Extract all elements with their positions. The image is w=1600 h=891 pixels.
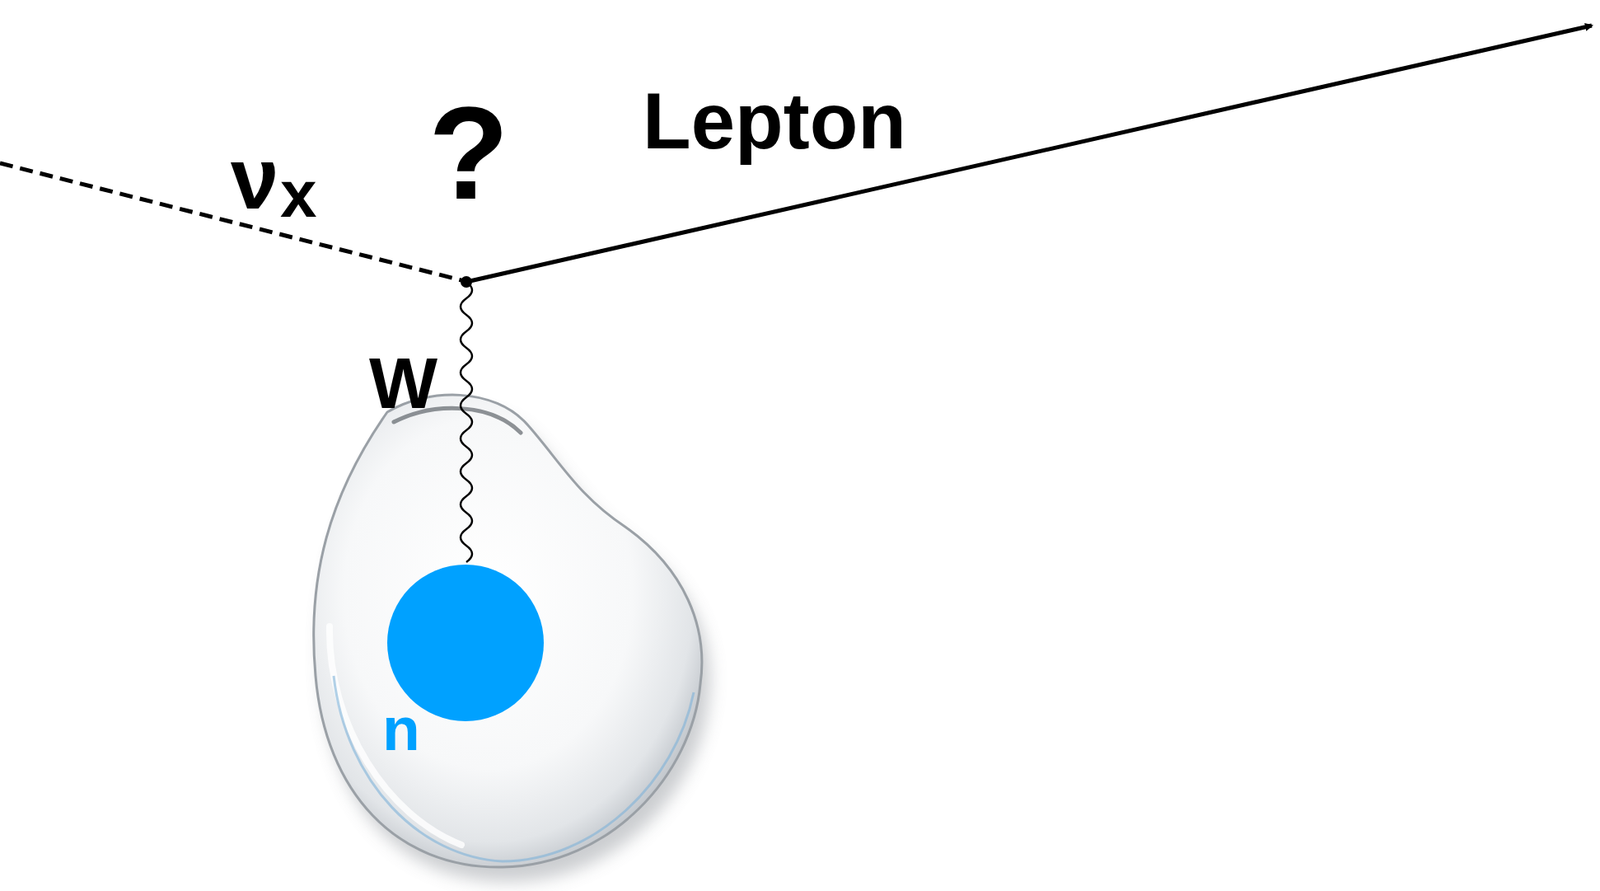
lepton-arrow: [466, 25, 1592, 282]
vertex-dot: [460, 276, 473, 288]
nucleus-droplet: [313, 394, 702, 867]
boson-label: W: [369, 346, 438, 420]
lepton-label: Lepton: [642, 81, 907, 161]
w-boson-line: [460, 281, 473, 562]
neutrino-symbol: ν: [230, 135, 279, 222]
neutron-circle: n: [387, 564, 544, 721]
flavour-subscript: x: [280, 161, 318, 228]
neutron-label: n: [382, 697, 421, 760]
question-mark: ?: [428, 87, 510, 220]
